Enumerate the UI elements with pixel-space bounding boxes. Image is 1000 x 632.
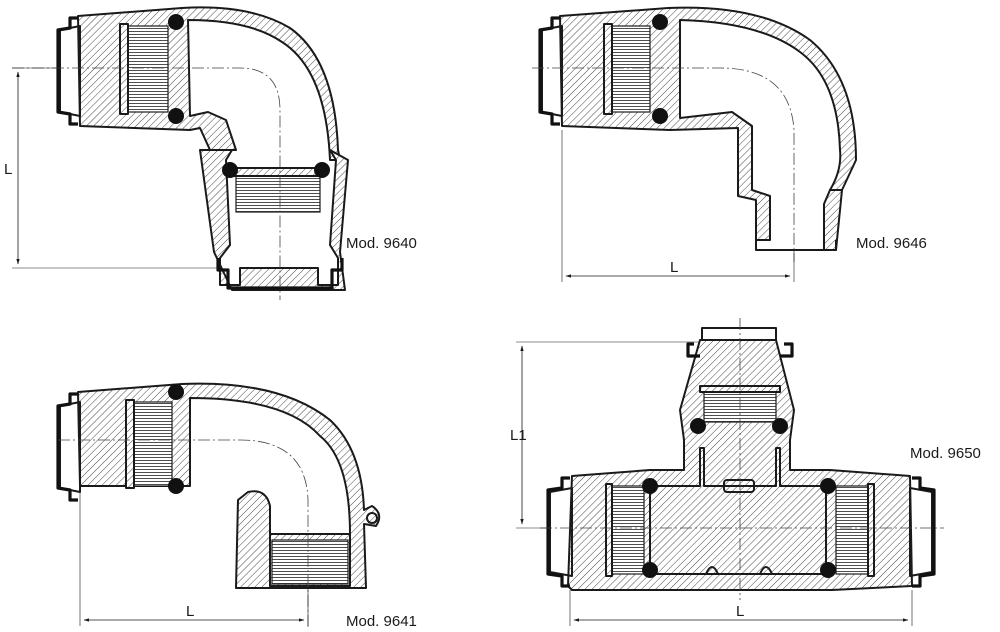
o-ring-9641-1 xyxy=(168,384,184,400)
o-ring-9646-1 xyxy=(652,14,668,30)
o-ring-9640-4 xyxy=(314,162,330,178)
model-label-9641: Mod. 9641 xyxy=(346,613,417,630)
o-ring-9640-3 xyxy=(222,162,238,178)
centerline-9640 xyxy=(12,67,281,300)
figure-mod-9641: L Mod. 9641 xyxy=(56,382,417,630)
dimension-label-L1-9650: L1 xyxy=(510,427,527,444)
retaining-clip-9640-b xyxy=(216,258,344,290)
o-ring-9650-4 xyxy=(642,562,658,578)
o-ring-9650-5 xyxy=(820,478,836,494)
o-ring-9650-3 xyxy=(642,478,658,494)
o-ring-9650-1 xyxy=(690,418,706,434)
retaining-clip-9646 xyxy=(538,16,560,126)
tee-left-socket xyxy=(549,487,573,577)
spigot-end-9646 xyxy=(755,240,837,251)
retaining-clip-9641 xyxy=(56,392,78,502)
centerline-9641 xyxy=(58,439,309,630)
insert-ring-9650-left xyxy=(605,483,613,577)
retaining-clip-9640-a xyxy=(56,16,78,126)
o-ring-9646-2 xyxy=(652,108,668,124)
inlet-socket-9646 xyxy=(541,25,563,117)
retaining-clip-9650-top xyxy=(686,342,794,358)
figure-mod-9646: L Mod. 9646 xyxy=(532,6,927,282)
thread-insert-9640-a xyxy=(127,25,169,113)
lug-hole-9641 xyxy=(366,512,378,524)
centerline-9646 xyxy=(532,67,795,262)
o-ring-9641-2 xyxy=(168,478,184,494)
o-ring-9650-6 xyxy=(820,562,836,578)
inlet-socket-9640 xyxy=(59,25,81,117)
dimension-label-9646: L xyxy=(670,259,678,276)
figure-mod-9640: L Mod. 9640 xyxy=(4,6,417,300)
female-thread-9641 xyxy=(271,539,349,585)
o-ring-9640-2 xyxy=(168,108,184,124)
model-label-9640: Mod. 9640 xyxy=(346,235,417,252)
dimension-label-9641: L xyxy=(186,603,194,620)
thread-insert-9641 xyxy=(133,401,173,487)
thread-insert-9640-b xyxy=(235,175,321,213)
insert-ring-9646 xyxy=(603,23,613,115)
insert-ring-9640-b xyxy=(231,167,325,177)
o-ring-9640-1 xyxy=(168,14,184,30)
retaining-clip-9650-left xyxy=(546,476,570,588)
retaining-clip-9650-right xyxy=(912,476,936,588)
insert-ring-9641 xyxy=(125,399,135,489)
internal-rib-9650 xyxy=(723,479,755,493)
lower-socket-wall-9640 xyxy=(199,149,349,291)
dimension-label-9640: L xyxy=(4,161,12,178)
elbow-body-9640 xyxy=(77,6,341,161)
inlet-socket-9641 xyxy=(59,401,81,493)
spigot-wall-9646 xyxy=(823,189,843,251)
o-ring-9650-2 xyxy=(772,418,788,434)
tee-branch-socket xyxy=(701,327,777,341)
insert-ring-9650-right xyxy=(867,483,875,577)
tee-right-socket xyxy=(909,487,933,577)
thread-insert-9650-right xyxy=(835,485,869,575)
dimension-label-L-9650: L xyxy=(736,603,744,620)
internal-bumps-9650 xyxy=(705,566,773,575)
model-label-9650: Mod. 9650 xyxy=(910,445,981,462)
thread-insert-9650-left xyxy=(611,485,645,575)
model-label-9646: Mod. 9646 xyxy=(856,235,927,252)
figure-mod-9650: L1 L Mod. 9650 xyxy=(510,318,981,626)
insert-ring-9640-a xyxy=(119,23,129,115)
female-thread-port-9641 xyxy=(269,533,351,587)
thread-insert-9646 xyxy=(611,25,651,113)
